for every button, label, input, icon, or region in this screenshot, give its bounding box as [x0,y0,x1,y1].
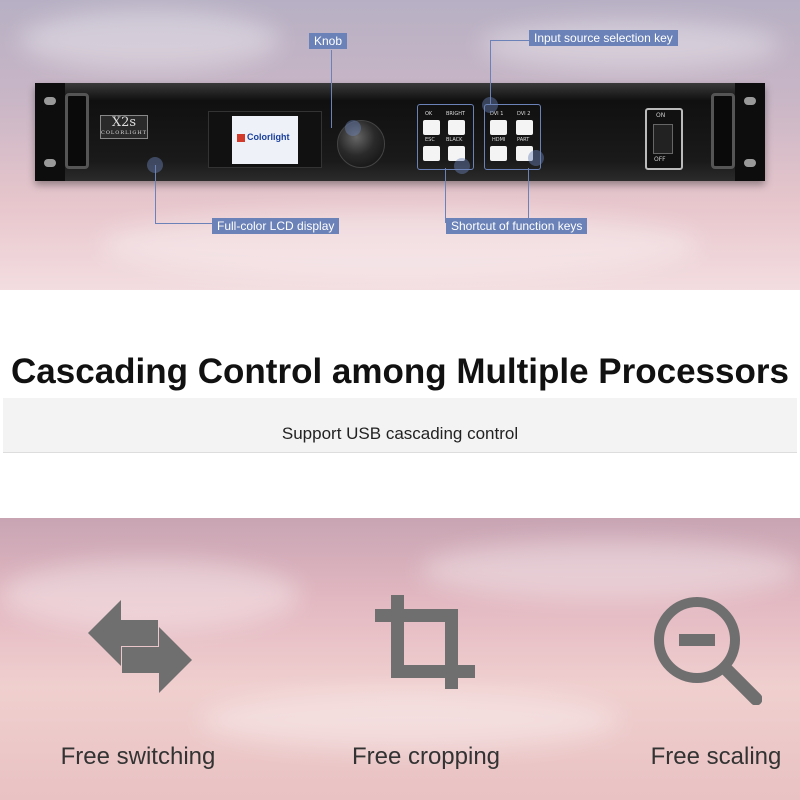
key-label-bright: BRIGHT [446,111,466,117]
key-label-hdmi: HDMI [492,137,506,143]
input-callout-dot [482,97,498,113]
input-callout-line-v [490,40,491,105]
cloud [200,690,620,750]
knob-callout-dot [345,120,361,136]
power-switch[interactable] [653,124,673,154]
feature-label-switching: Free switching [60,743,216,770]
control-knob[interactable] [337,120,385,168]
rack-ear-left [35,83,65,181]
shortcut-callout: Shortcut of function keys [446,218,588,234]
lcd-callout-line-v [155,165,156,223]
cloud [20,10,280,70]
ok-key[interactable] [423,120,440,135]
switch-off-label: OFF [654,156,666,163]
part-key[interactable] [516,146,533,161]
handle-right [711,93,735,169]
processor-chassis [35,83,765,181]
logo-mark-icon [237,133,245,142]
shortcut-callout-dot-right [528,150,544,166]
page-title: Cascading Control among Multiple Process… [11,352,789,391]
shortcut-callout-line-right [528,168,529,223]
key-label-ok: OK [425,111,433,117]
key-label-part: PART [517,137,530,143]
hdmi-key[interactable] [490,146,507,161]
model-name: X2s [111,115,137,130]
switch-arrows-icon [88,600,192,693]
zoom-out-icon [654,597,762,705]
shortcut-callout-line-left [445,168,446,223]
cloud [100,210,700,280]
key-label-dvi1: DVI 1 [490,111,504,117]
switch-on-label: ON [656,112,666,119]
input-source-callout: Input source selection key [529,30,678,46]
brand-name: COLORLIGHT [101,130,148,136]
crop-icon [375,595,475,689]
dvi1-key[interactable] [490,120,507,135]
lcd-callout-line-h [155,223,213,224]
lcd-callout: Full-color LCD display [212,218,340,234]
dvi2-key[interactable] [516,120,533,135]
input-callout-line-h [490,40,530,41]
input-keys-frame [484,104,541,170]
black-key[interactable] [448,146,465,161]
feature-label-cropping: Free cropping [351,743,501,770]
rack-ear-right [735,83,765,181]
lcd-logo-text: Colorlight [247,132,290,142]
lcd-callout-dot [147,157,163,173]
subtitle-band [3,398,797,453]
key-label-esc: ESC [425,137,435,143]
feature-label-scaling: Free scaling [650,743,782,770]
knob-callout: Knob [309,33,348,49]
shortcut-callout-dot-left [454,158,470,174]
model-badge: X2s COLORLIGHT [100,115,148,139]
handle-left [65,93,89,169]
key-label-black: BLACK [446,137,463,143]
cloud [0,560,300,630]
bright-key[interactable] [448,120,465,135]
cloud [420,540,800,600]
knob-callout-line [331,50,332,128]
esc-key[interactable] [423,146,440,161]
page-subtitle: Support USB cascading control [281,424,519,443]
lcd-logo: Colorlight [237,132,290,142]
key-label-dvi2: DVI 2 [517,111,531,117]
